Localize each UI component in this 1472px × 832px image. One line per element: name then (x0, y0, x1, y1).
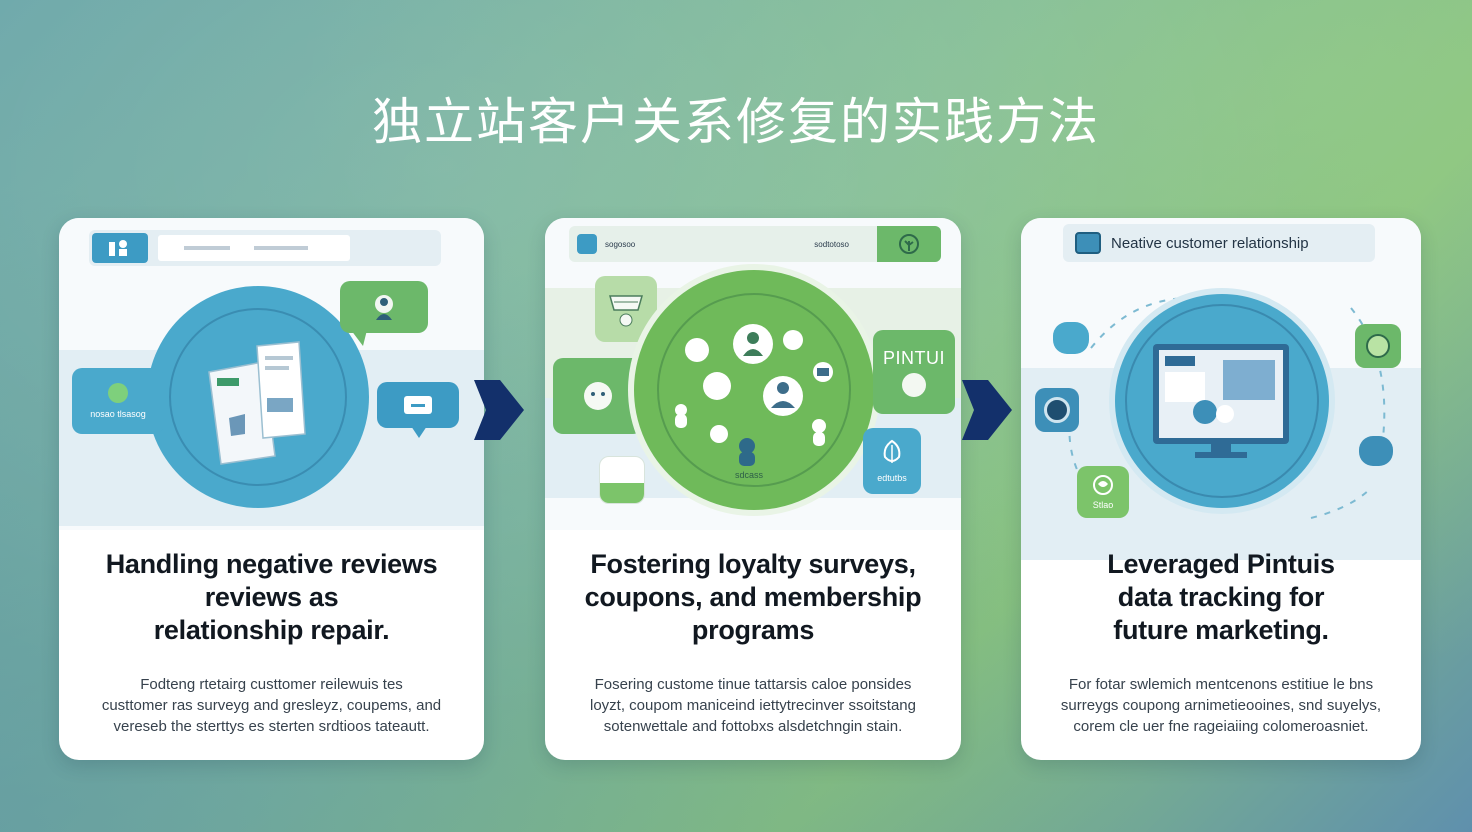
browser-bar (89, 230, 441, 266)
message-bubble-icon (377, 382, 459, 428)
card-illustration: sogosoo sodtotoso sdcass (545, 218, 961, 530)
avatar-icon (1035, 388, 1079, 432)
status-dot-icon (108, 383, 128, 403)
logo-icon (92, 233, 148, 263)
browser-bar: sogosoo sodtotoso (569, 226, 941, 262)
bubble-tail (411, 426, 427, 438)
monitor-icon (1153, 344, 1289, 458)
plant-badge-label: Stlao (1092, 500, 1114, 510)
card-illustration: nosao tlsasog (59, 218, 484, 530)
card-heading: Fostering loyalty surveys, coupons, and … (584, 549, 922, 645)
app-icon (1075, 232, 1101, 254)
inner-ring (169, 308, 347, 486)
card-body: For fotar swlemich mentcenons estitiue l… (1060, 676, 1382, 735)
card-leveraged-pintui: Neative customer relationship Stla (1021, 218, 1421, 760)
leaf-badge-label: edtutbs (877, 473, 907, 483)
bar-right-text: sodtotoso (814, 239, 849, 249)
pintui-badge: PINTUI (873, 330, 955, 414)
card-body: Fodteng rtetairg custtomer reilewuis tes… (101, 676, 442, 735)
side-panel: nosao tlsasog (72, 368, 164, 434)
document-icon (208, 341, 306, 465)
bar-left-text: sogosoo (605, 239, 636, 249)
arrow-right-icon (962, 380, 1012, 440)
bowl-icon (595, 276, 657, 342)
side-panel-label: nosao tlsasog (90, 409, 146, 419)
plant-badge: Stlao (1077, 466, 1129, 518)
address-field (158, 235, 350, 261)
community-icon (675, 324, 833, 466)
inner-ring (657, 293, 851, 487)
browser-bar: Neative customer relationship (1063, 224, 1375, 262)
page-title: 独立站客户关系修复的实践方法 (372, 93, 1100, 151)
center-label: sdcass (735, 470, 764, 480)
leaf-badge: edtutbs (863, 428, 921, 494)
chat-bubble-icon (340, 281, 428, 333)
leaf-icon (1355, 324, 1401, 368)
cloud-icon (1053, 322, 1089, 354)
card-illustration: Neative customer relationship Stla (1021, 218, 1421, 560)
cloud-icon (1359, 436, 1393, 466)
app-icon (577, 234, 597, 254)
face-icon (902, 372, 926, 397)
inner-ring (1125, 304, 1319, 498)
pintui-badge-label: PINTUI (882, 347, 945, 368)
card-fostering-loyalty: sogosoo sodtotoso sdcass (545, 218, 961, 760)
card-widget-icon (599, 456, 645, 504)
card-body: Fosering custome tinue tattarsis caloe p… (590, 676, 916, 735)
arrow-right-icon (474, 380, 524, 440)
card-heading: Leveraged Pintuis data tracking for futu… (1107, 549, 1335, 645)
card-heading: Handling negative reviews reviews as rel… (105, 549, 438, 645)
bar-title: Neative customer relationship (1111, 234, 1309, 252)
bubble-tail (351, 330, 367, 346)
card-handling-negative-reviews: nosao tlsasog Handling negative reviews … (59, 218, 484, 760)
plant-icon (877, 226, 941, 262)
